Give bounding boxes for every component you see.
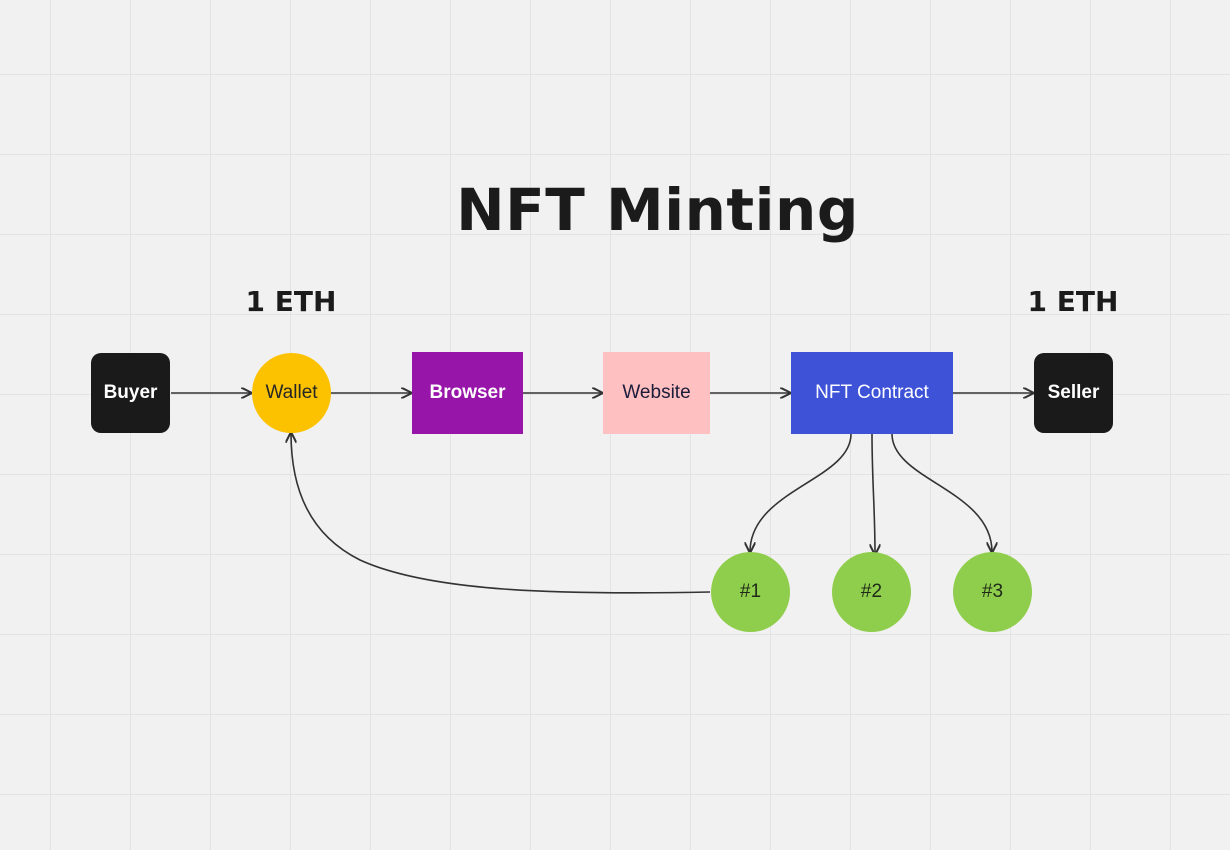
- node-website[interactable]: Website: [603, 352, 710, 434]
- edge-contract-nft3: [891, 433, 992, 552]
- edge-contract-nft1: [750, 433, 852, 552]
- eth-label-seller: 1 ETH: [1027, 285, 1119, 318]
- node-nft-1-label: #1: [739, 581, 762, 602]
- node-seller-label: Seller: [1047, 382, 1100, 403]
- node-nft-contract-label: NFT Contract: [815, 382, 929, 403]
- node-seller[interactable]: Seller: [1034, 353, 1113, 433]
- node-browser-label: Browser: [429, 382, 506, 403]
- node-nft-3[interactable]: #3: [953, 552, 1032, 632]
- node-website-label: Website: [622, 382, 691, 403]
- diagram-title: NFT Minting: [456, 176, 859, 244]
- edge-contract-nft2: [872, 433, 875, 554]
- node-buyer[interactable]: Buyer: [91, 353, 170, 433]
- node-wallet-label: Wallet: [265, 382, 318, 403]
- edge-nft1-wallet: [291, 433, 711, 594]
- node-nft-2-label: #2: [860, 581, 883, 602]
- eth-label-wallet: 1 ETH: [245, 285, 337, 318]
- node-nft-contract[interactable]: NFT Contract: [791, 352, 953, 434]
- node-nft-3-label: #3: [981, 581, 1004, 602]
- node-wallet[interactable]: Wallet: [252, 353, 331, 433]
- node-browser[interactable]: Browser: [412, 352, 523, 434]
- node-buyer-label: Buyer: [103, 382, 158, 403]
- node-nft-2[interactable]: #2: [832, 552, 911, 632]
- node-nft-1[interactable]: #1: [711, 552, 790, 632]
